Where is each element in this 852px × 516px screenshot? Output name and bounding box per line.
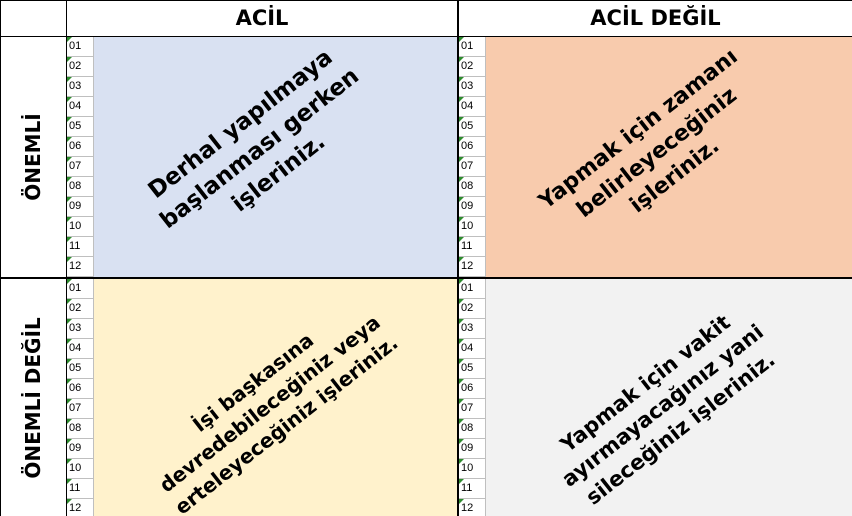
row-number-cell: 04 [67, 339, 93, 359]
row-number-cell: 12 [67, 499, 93, 516]
grid-line [457, 0, 459, 516]
row-number-cell: 11 [459, 479, 485, 499]
quadrant-text: Derhal yapılmaya başlanması gerken işler… [134, 37, 384, 261]
row-number-cell: 03 [459, 319, 485, 339]
row-number-cell: 09 [67, 439, 93, 459]
row-number-cell: 03 [459, 77, 485, 97]
row-number-cell: 07 [67, 157, 93, 177]
header-not-urgent: ACİL DEĞİL [459, 0, 852, 36]
row-number-cell: 08 [67, 177, 93, 197]
quadrant-fill: Yapmak için vakit ayırmayacağınız yani s… [486, 279, 852, 516]
row-number-cell: 01 [67, 37, 93, 57]
text-line: ayırmayacağınız yani [557, 319, 769, 492]
header-urgent: ACİL [67, 0, 457, 36]
row-number-cell: 07 [459, 157, 485, 177]
quadrant-fill: Derhal yapılmaya başlanması gerken işler… [94, 37, 457, 277]
row-number-cell: 01 [67, 279, 93, 299]
row-number-cell: 02 [459, 299, 485, 319]
row-number-cell: 04 [459, 339, 485, 359]
row-number-cell: 05 [459, 117, 485, 137]
row-number-cell: 06 [459, 379, 485, 399]
row-number-cell: 05 [67, 359, 93, 379]
row-number-cell: 09 [459, 439, 485, 459]
row-label-not-important-text: ÖNEMLİ DEĞİL [21, 316, 45, 479]
grid-line [0, 0, 1, 516]
grid-line [0, 36, 852, 37]
row-label-important-text: ÖNEMLİ [21, 113, 45, 201]
row-label-important: ÖNEMLİ [0, 37, 66, 277]
row-number-cell: 06 [67, 137, 93, 157]
row-number-cell: 01 [459, 37, 485, 57]
grid-line [0, 0, 852, 1]
row-number-cell: 05 [459, 359, 485, 379]
row-number-cell: 10 [459, 459, 485, 479]
row-number-cell: 03 [67, 319, 93, 339]
row-number-cell: 09 [67, 197, 93, 217]
row-number-cell: 01 [459, 279, 485, 299]
quadrant-fill: İşi başkasına devredebileceğiniz veya er… [94, 279, 457, 516]
row-number-cell: 02 [67, 57, 93, 77]
row-number-cell: 10 [459, 217, 485, 237]
row-number-cell: 06 [67, 379, 93, 399]
row-number-cell: 03 [67, 77, 93, 97]
row-number-cell: 07 [459, 399, 485, 419]
row-number-cell: 12 [67, 257, 93, 277]
row-number-cell: 08 [67, 419, 93, 439]
row-number-cell: 12 [459, 257, 485, 277]
row-number-cell: 10 [67, 217, 93, 237]
quadrant-fill: Yapmak için zamanı belirleyeceğiniz işle… [486, 37, 852, 277]
row-number-cell: 06 [459, 137, 485, 157]
corner-cell [0, 0, 66, 36]
row-number-cell: 04 [67, 97, 93, 117]
row-number-cell: 02 [459, 57, 485, 77]
row-number-cell: 11 [67, 237, 93, 257]
row-number-cell: 08 [459, 177, 485, 197]
row-number-cell: 09 [459, 197, 485, 217]
row-number-cell: 05 [67, 117, 93, 137]
row-number-cell: 10 [67, 459, 93, 479]
quadrant-text: Yapmak için vakit ayırmayacağınız yani s… [539, 295, 787, 515]
row-number-cell: 02 [67, 299, 93, 319]
row-label-not-important: ÖNEMLİ DEĞİL [0, 279, 66, 516]
quadrant-text: İşi başkasına devredebileceğiniz veya er… [136, 287, 403, 516]
row-number-cell: 04 [459, 97, 485, 117]
grid-line [66, 0, 67, 516]
quadrant-text: Yapmak için zamanı belirleyeceğiniz işle… [533, 43, 781, 264]
text-line: devredebileceğiniz veya [154, 309, 385, 497]
row-number-cell: 07 [67, 399, 93, 419]
grid-line [0, 277, 852, 279]
row-number-cell: 11 [67, 479, 93, 499]
row-number-cell: 08 [459, 419, 485, 439]
row-number-cell: 12 [459, 499, 485, 516]
row-number-cell: 11 [459, 237, 485, 257]
